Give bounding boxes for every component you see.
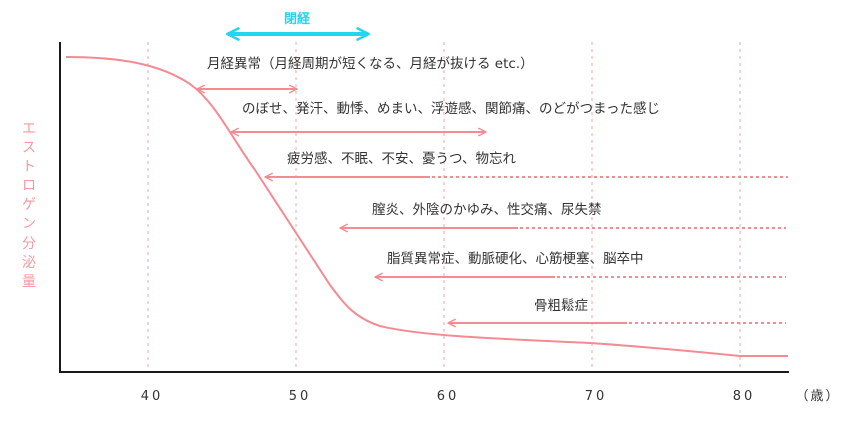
symptom-osteoporosis: 骨粗鬆症	[447, 298, 786, 328]
y-label-char: ロ	[22, 178, 36, 194]
symptom-cardiovascular: 脂質異常症、動脈硬化、心筋梗塞、脳卒中	[374, 250, 786, 282]
y-label-char: 量	[22, 274, 36, 290]
menopause-label: 閉経	[284, 11, 311, 27]
y-label-char: ゲ	[22, 197, 36, 213]
symptom-label: のぼせ、発汗、動悸、めまい、浮遊感、関節痛、のどがつまった感じ	[242, 100, 660, 117]
x-tick-labels: 40 50 60 70 80 （歳）	[141, 389, 840, 404]
axes	[59, 42, 789, 373]
symptom-label: 膣炎、外陰のかゆみ、性交痛、尿失禁	[372, 201, 602, 218]
symptom-label: 疲労感、不眠、不安、憂うつ、物忘れ	[287, 150, 516, 167]
x-gridlines	[147, 42, 741, 370]
estrogen-curve	[65, 56, 788, 357]
tick-60: 60	[437, 389, 460, 404]
y-label-char: ト	[22, 159, 36, 175]
y-label-char: ス	[22, 140, 36, 156]
symptom-psychological: 疲労感、不眠、不安、憂うつ、物忘れ	[264, 150, 788, 182]
x-unit-label: （歳）	[795, 389, 840, 404]
tick-70: 70	[585, 389, 608, 404]
y-label-char: 分	[22, 236, 36, 252]
tick-80: 80	[733, 389, 756, 404]
tick-50: 50	[289, 389, 312, 404]
menopause-indicator: 閉経	[226, 11, 370, 41]
symptom-vasomotor: のぼせ、発汗、動悸、めまい、浮遊感、関節痛、のどがつまった感じ	[230, 100, 660, 137]
symptom-label: 骨粗鬆症	[534, 298, 588, 314]
y-label-char: エ	[22, 121, 36, 137]
symptom-label: 月経異常（月経周期が短くなる、月経が抜ける etc.）	[207, 56, 534, 72]
tick-40: 40	[141, 389, 164, 404]
y-label-char: 泌	[22, 255, 36, 271]
symptom-menstrual-abnormality: 月経異常（月経周期が短くなる、月経が抜ける etc.）	[196, 56, 534, 94]
symptom-urogenital: 膣炎、外陰のかゆみ、性交痛、尿失禁	[339, 201, 786, 233]
symptom-label: 脂質異常症、動脈硬化、心筋梗塞、脳卒中	[387, 250, 644, 267]
y-label-char: ン	[22, 216, 36, 232]
y-axis-label: エ ス ト ロ ゲ ン 分 泌 量	[22, 121, 36, 290]
